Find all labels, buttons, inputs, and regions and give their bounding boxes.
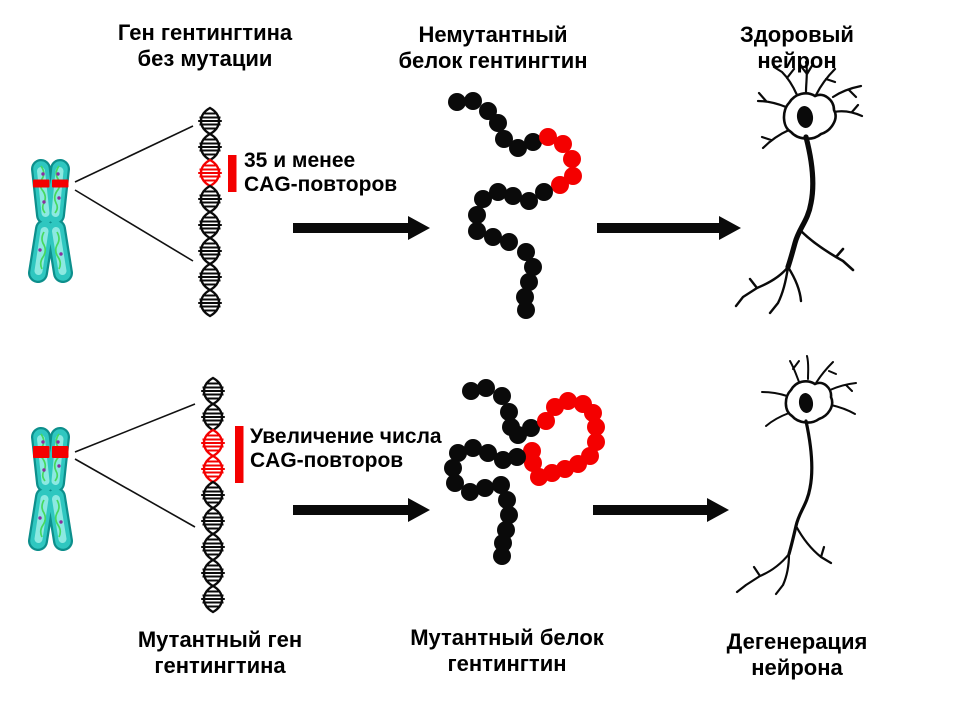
dna-helix-mutant-image [199, 376, 227, 614]
flow-arrow-icon [293, 216, 430, 240]
dna-helix-normal-image [196, 106, 224, 318]
flow-arrow-icon [293, 498, 430, 522]
cag-marker-bar-normal [228, 155, 237, 192]
protein-label-normal: Немутантный белок гентингтин [398, 22, 588, 73]
degenerating-neuron-image [735, 355, 857, 596]
chromosome-normal-image [33, 166, 69, 273]
dna-cag-segment-mutant [199, 428, 227, 458]
chromosome-mutant-image [33, 434, 69, 541]
neuron-label-normal: Здоровый нейрон [740, 22, 854, 73]
dna-cag-segment-mutant [199, 454, 227, 484]
gene-label-normal: Ген гентингтина без мутации [117, 20, 293, 71]
protein-mutant-image [444, 379, 605, 565]
cag-annotation-mutant: Увеличение числа CAG-повторов [250, 425, 442, 472]
gene-label-mutant: Мутантный ген гентингтина [137, 627, 303, 678]
chromosome-band-mutant [33, 446, 50, 458]
flow-arrow-icon [597, 216, 741, 240]
dna-cag-segment-normal [196, 158, 224, 188]
healthy-neuron-image [734, 60, 864, 315]
chromosome-band-normal [33, 179, 50, 188]
neuron-label-mutant: Дегенерация нейрона [726, 629, 868, 680]
cag-marker-bar-mutant [235, 426, 244, 483]
protein-normal-image [448, 92, 582, 319]
cag-annotation-normal: 35 и менее CAG-повторов [244, 149, 398, 196]
flow-arrow-icon [593, 498, 729, 522]
protein-label-mutant: Мутантный белок гентингтин [410, 625, 604, 676]
zoom-lines-mutant [74, 403, 196, 528]
zoom-lines-normal [74, 125, 194, 262]
